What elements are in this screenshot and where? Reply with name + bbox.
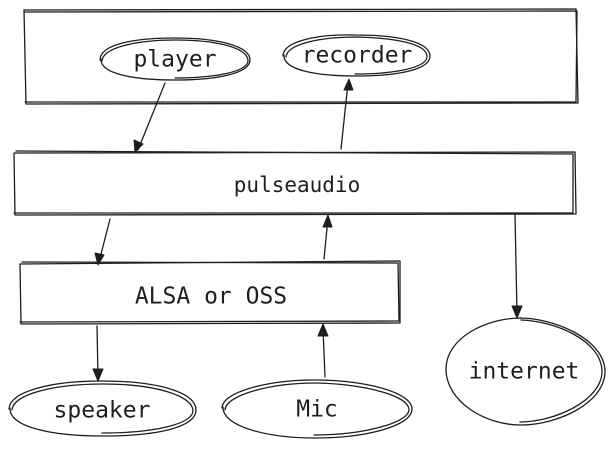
internet-node: internet (445, 317, 606, 426)
arrow-player-to-pulseaudio (133, 82, 166, 153)
pulseaudio-node: pulseaudio (13, 150, 577, 216)
arrow-pulseaudio-to-internet (511, 213, 523, 319)
arrow-alsa-to-pulseaudio (322, 214, 333, 260)
speaker-node: speaker (8, 380, 197, 437)
arrow-alsa-to-speaker (92, 325, 104, 382)
player-node: player (99, 37, 251, 81)
internet-label: internet (469, 359, 580, 385)
player-label: player (133, 47, 216, 73)
alsa-oss-label: ALSA or OSS (135, 284, 287, 310)
arrow-pulseaudio-to-recorder (340, 78, 354, 150)
recorder-label: recorder (302, 43, 413, 69)
alsa-oss-node: ALSA or OSS (19, 260, 401, 325)
applications-box (23, 8, 579, 105)
mic-label: Mic (296, 397, 338, 423)
arrow-pulseaudio-to-alsa (94, 218, 111, 266)
arrow-mic-to-alsa (317, 323, 329, 378)
speaker-label: speaker (54, 398, 151, 424)
pulseaudio-label: pulseaudio (234, 173, 360, 197)
mic-node: Mic (221, 379, 413, 439)
recorder-node: recorder (282, 34, 431, 77)
